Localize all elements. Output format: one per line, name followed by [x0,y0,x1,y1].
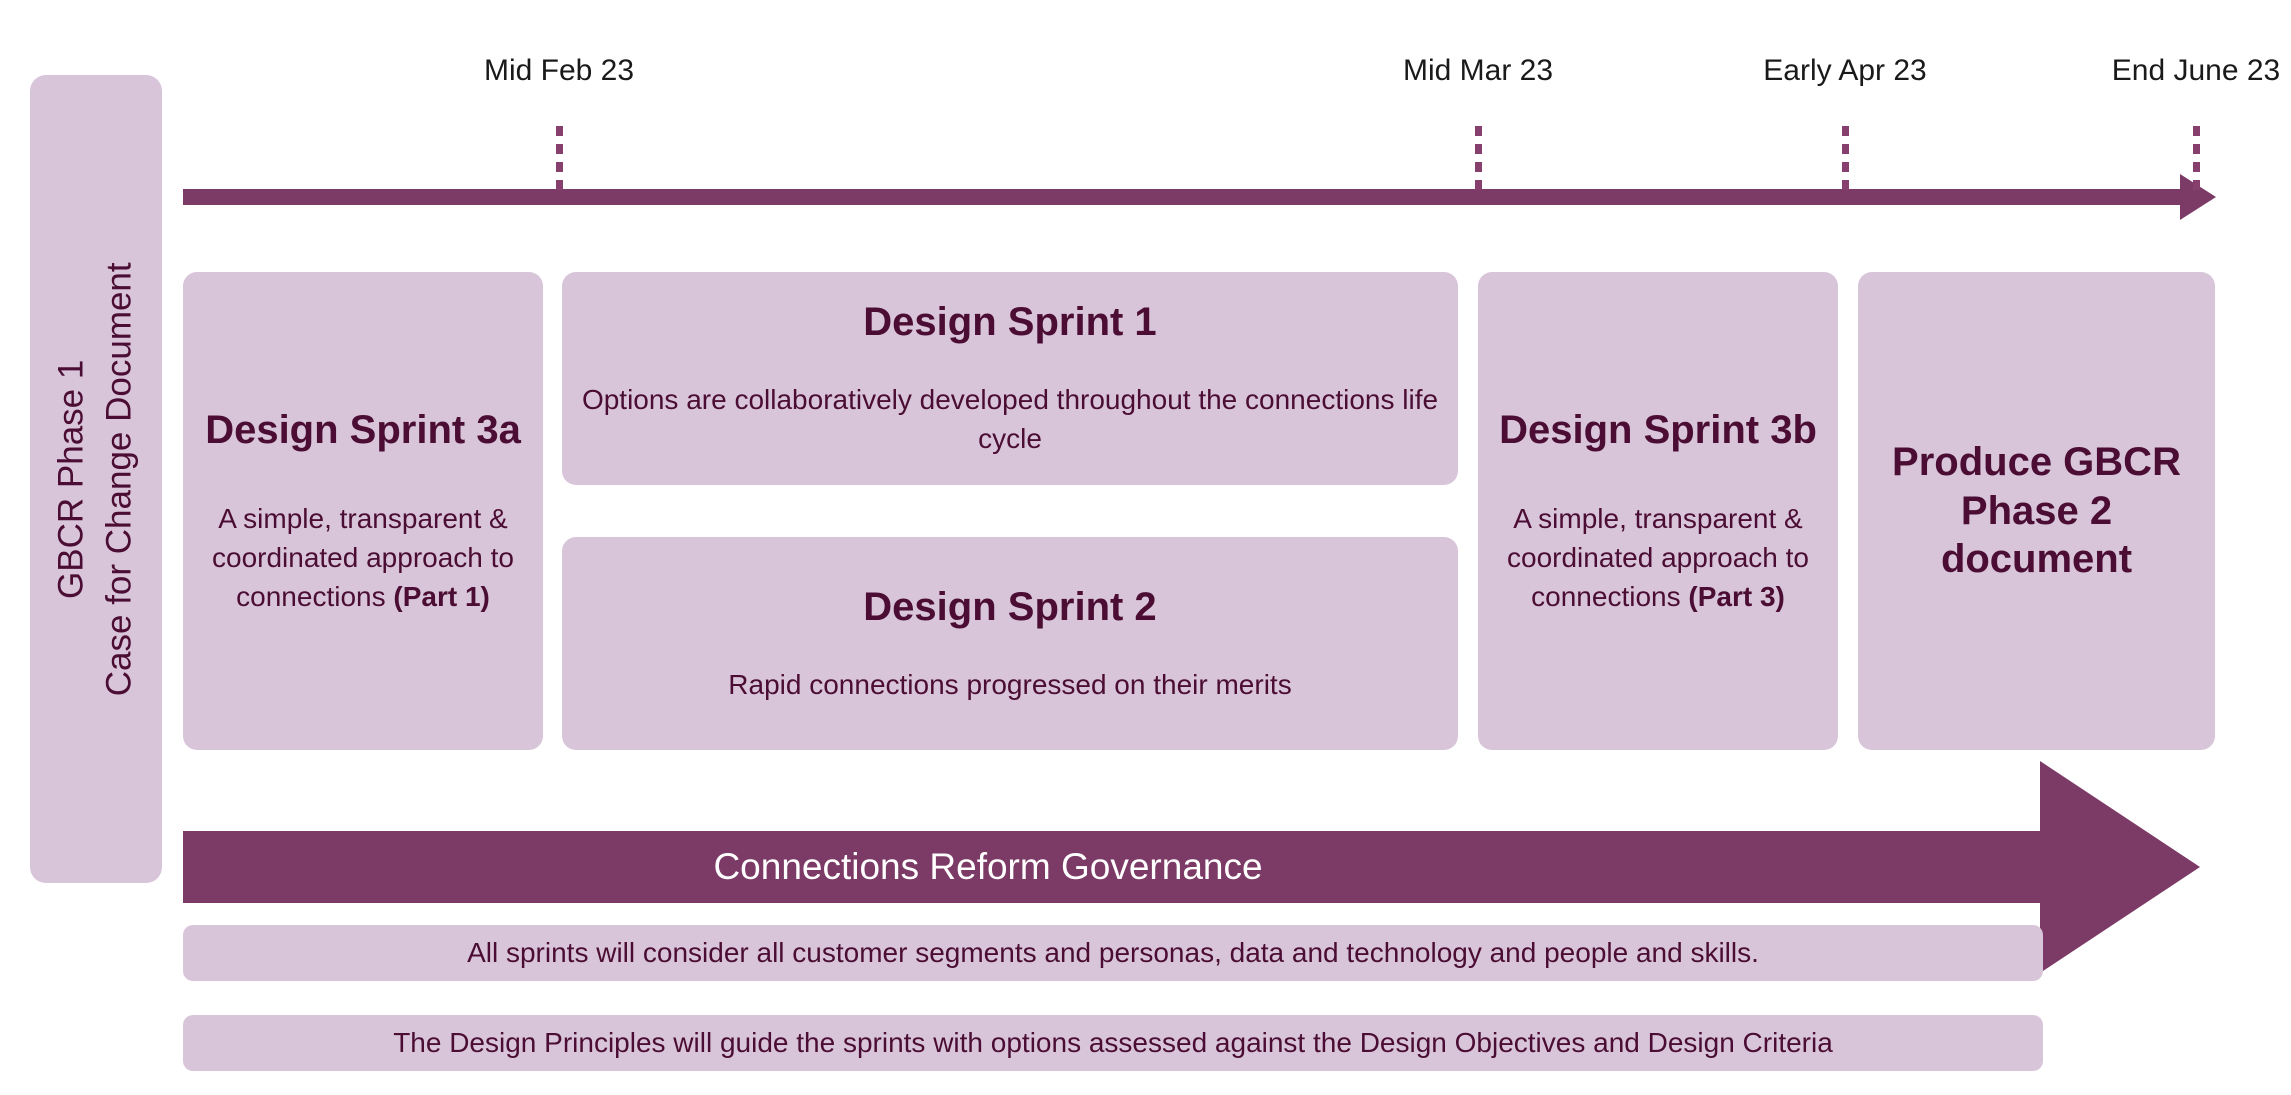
card-design-sprint-3a: Design Sprint 3a A simple, transparent &… [183,272,543,750]
card-design-sprint-3b-title: Design Sprint 3b [1499,407,1817,452]
card-design-sprint-1: Design Sprint 1 Options are collaborativ… [562,272,1458,485]
timeline-tick-mid-mar [1475,126,1482,192]
card-design-sprint-3b-part-label: (Part 3) [1688,580,1785,612]
timeline-tick-end-june [2193,126,2200,192]
card-produce-gbcr-phase-2-title: Produce GBCR Phase 2 document [1892,439,2181,582]
timeline-label-early-apr: Early Apr 23 [1763,54,1927,87]
phase-1-panel: GBCR Phase 1 Case for Change Document [30,75,162,883]
card-design-sprint-3a-title: Design Sprint 3a [205,407,521,452]
governance-arrow-label: Connections Reform Governance [713,846,1263,887]
phase-1-panel-label: GBCR Phase 1 Case for Change Document [48,262,145,696]
phase-1-panel-line-2: Case for Change Document [100,262,139,696]
card-design-sprint-2-body: Rapid connections progressed on their me… [728,668,1292,700]
card-design-sprint-2-title: Design Sprint 2 [863,584,1157,629]
card-design-sprint-3b: Design Sprint 3b A simple, transparent &… [1478,272,1838,750]
card-design-sprint-1-title: Design Sprint 1 [863,300,1157,345]
phase-1-panel-line-1: GBCR Phase 1 [51,359,91,599]
card-design-sprint-1-body: Options are collaboratively developed th… [581,384,1439,454]
governance-arrow-bar: Connections Reform Governance [183,831,2053,903]
note-bar-design-principles: The Design Principles will guide the spr… [183,1015,2043,1071]
card-design-sprint-3a-part-label: (Part 1) [393,580,490,612]
card-design-sprint-3a-body-text: A simple, transparent & coordinated appr… [212,503,514,612]
timeline-label-mid-feb: Mid Feb 23 [483,54,635,87]
governance-arrowhead-icon [2040,761,2200,973]
timeline-tick-mid-feb [556,126,563,192]
timeline-label-mid-mar: Mid Mar 23 [1402,54,1554,87]
card-design-sprint-3b-body-text: A simple, transparent & coordinated appr… [1507,503,1809,612]
timeline-axis [183,189,2183,205]
timeline-tick-early-apr [1842,126,1849,192]
card-design-sprint-3b-body: A simple, transparent & coordinated appr… [1496,500,1820,616]
card-produce-gbcr-phase-2: Produce GBCR Phase 2 document [1858,272,2215,750]
timeline-label-end-june: End June 23 [2111,54,2281,87]
card-design-sprint-2: Design Sprint 2 Rapid connections progre… [562,537,1458,750]
note-bar-all-sprints: All sprints will consider all customer s… [183,925,2043,981]
card-design-sprint-3a-body: A simple, transparent & coordinated appr… [201,500,525,616]
